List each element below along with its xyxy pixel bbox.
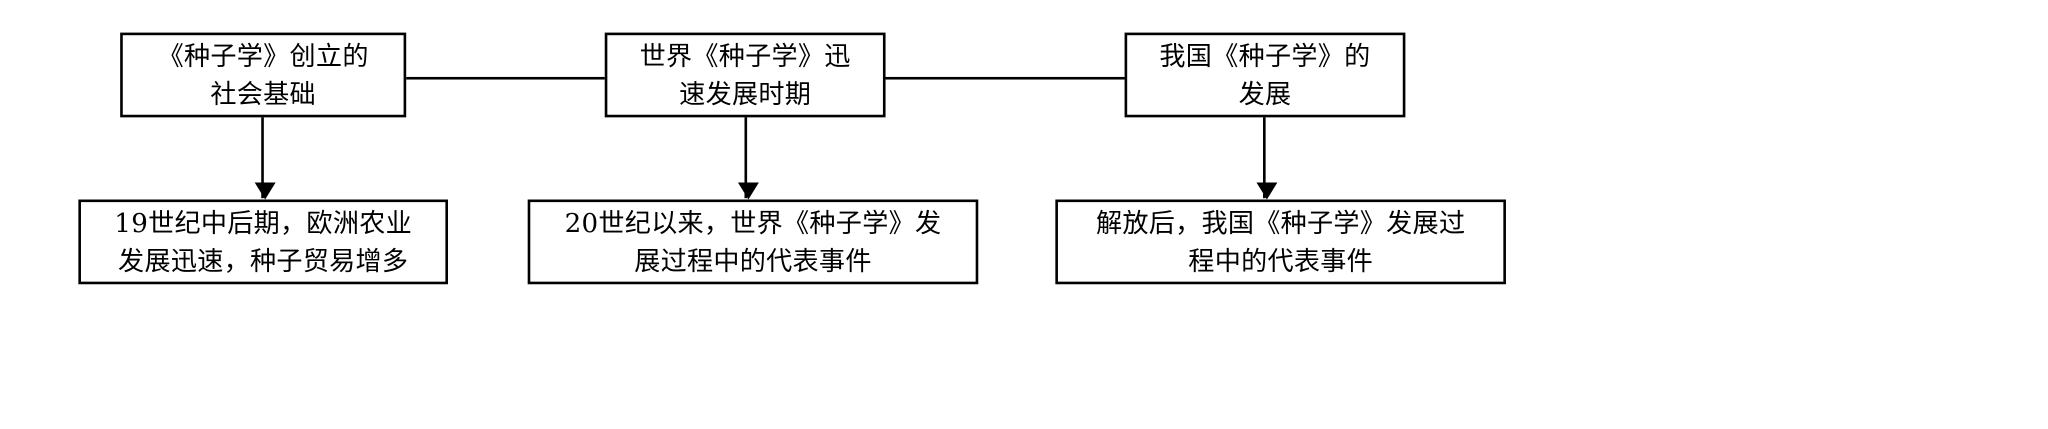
flow-node-top-1[interactable]: 《种子学》创立的 社会基础 bbox=[120, 32, 407, 118]
connector-arrow-top1-bottom1 bbox=[254, 117, 276, 200]
flow-node-top-1-label: 《种子学》创立的 社会基础 bbox=[157, 40, 369, 109]
flow-node-top-3[interactable]: 我国《种子学》的 发展 bbox=[1124, 32, 1406, 118]
connector-arrow-top3-bottom3 bbox=[1256, 117, 1278, 200]
flow-node-bottom-2-label: 20世纪以来，世界《种子学》发 展过程中的代表事件 bbox=[564, 207, 942, 276]
connector-line-top1-top2 bbox=[406, 76, 605, 80]
flow-node-bottom-3-label: 解放后，我国《种子学》发展过 程中的代表事件 bbox=[1095, 207, 1466, 276]
flow-node-bottom-1[interactable]: 19世纪中后期，欧洲农业 发展迅速，种子贸易增多 bbox=[78, 199, 448, 285]
flow-node-top-2[interactable]: 世界《种子学》迅 速发展时期 bbox=[604, 32, 886, 118]
flow-node-top-3-label: 我国《种子学》的 发展 bbox=[1159, 40, 1371, 109]
connector-line-top2-top3 bbox=[885, 76, 1125, 80]
flow-node-bottom-1-label: 19世纪中后期，欧洲农业 发展迅速，种子贸易增多 bbox=[114, 207, 412, 276]
connector-arrow-top2-bottom2 bbox=[737, 117, 759, 200]
flow-node-top-2-label: 世界《种子学》迅 速发展时期 bbox=[639, 40, 851, 109]
flow-node-bottom-3[interactable]: 解放后，我国《种子学》发展过 程中的代表事件 bbox=[1055, 199, 1506, 285]
flow-node-bottom-2[interactable]: 20世纪以来，世界《种子学》发 展过程中的代表事件 bbox=[527, 199, 979, 285]
